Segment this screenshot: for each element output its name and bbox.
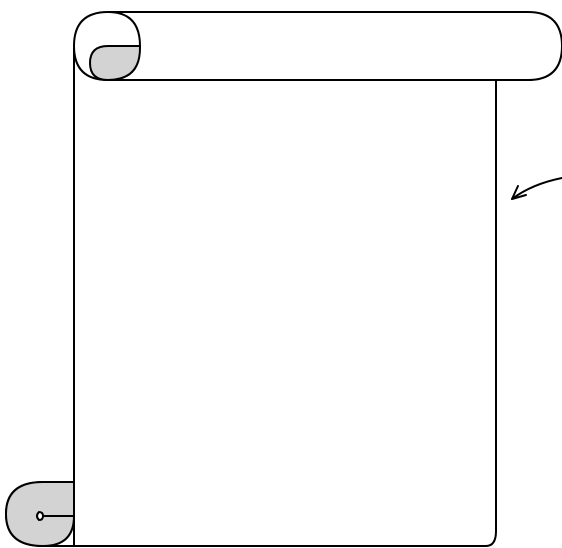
scroll-sheet (43, 48, 496, 546)
pointer-arrow-icon (512, 178, 562, 199)
scroll-top-roll (74, 12, 562, 80)
